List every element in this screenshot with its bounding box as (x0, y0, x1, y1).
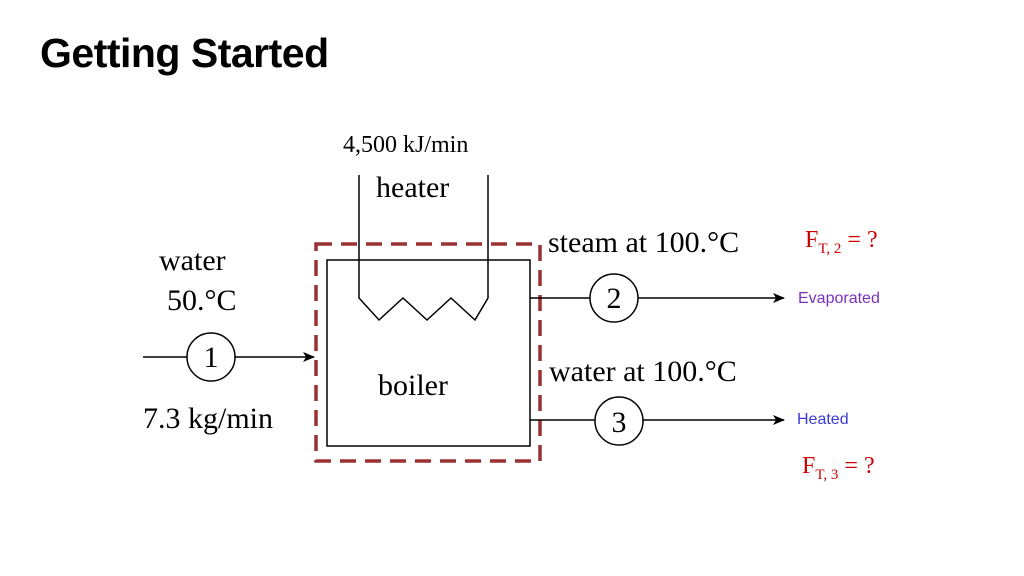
steam-unknown-main: F (805, 227, 818, 253)
steam-note: Evaporated (798, 290, 880, 307)
liquid-unknown-tail: = ? (838, 453, 874, 479)
stream-3-node (594, 396, 644, 446)
system-boundary (314, 242, 542, 463)
page-title: Getting Started (40, 30, 329, 76)
boiler-vessel (326, 259, 531, 447)
feed-temperature: 50.°C (167, 284, 237, 317)
stream-1-number: 1 (204, 341, 219, 374)
liquid-unknown-sub: T, 3 (815, 467, 838, 483)
heater-duty: 4,500 kJ/min (343, 132, 468, 158)
liquid-label: water at 100.°C (549, 355, 737, 388)
heater-coil (358, 175, 489, 322)
liquid-unknown-main: F (802, 453, 815, 479)
steam-unknown-sub: T, 2 (818, 241, 841, 257)
steam-label: steam at 100.°C (548, 226, 739, 259)
feed-flow: 7.3 kg/min (143, 402, 273, 435)
stream-2-number: 2 (607, 282, 622, 315)
heater-label: heater (376, 171, 449, 204)
feed-name: water (159, 244, 226, 277)
stream-3-number: 3 (612, 406, 627, 439)
boiler-label: boiler (378, 369, 448, 402)
liquid-note: Heated (797, 411, 849, 428)
steam-unknown-flow: FT, 2 = ? (805, 227, 878, 257)
steam-unknown-tail: = ? (841, 227, 877, 253)
liquid-unknown-flow: FT, 3 = ? (802, 453, 875, 483)
